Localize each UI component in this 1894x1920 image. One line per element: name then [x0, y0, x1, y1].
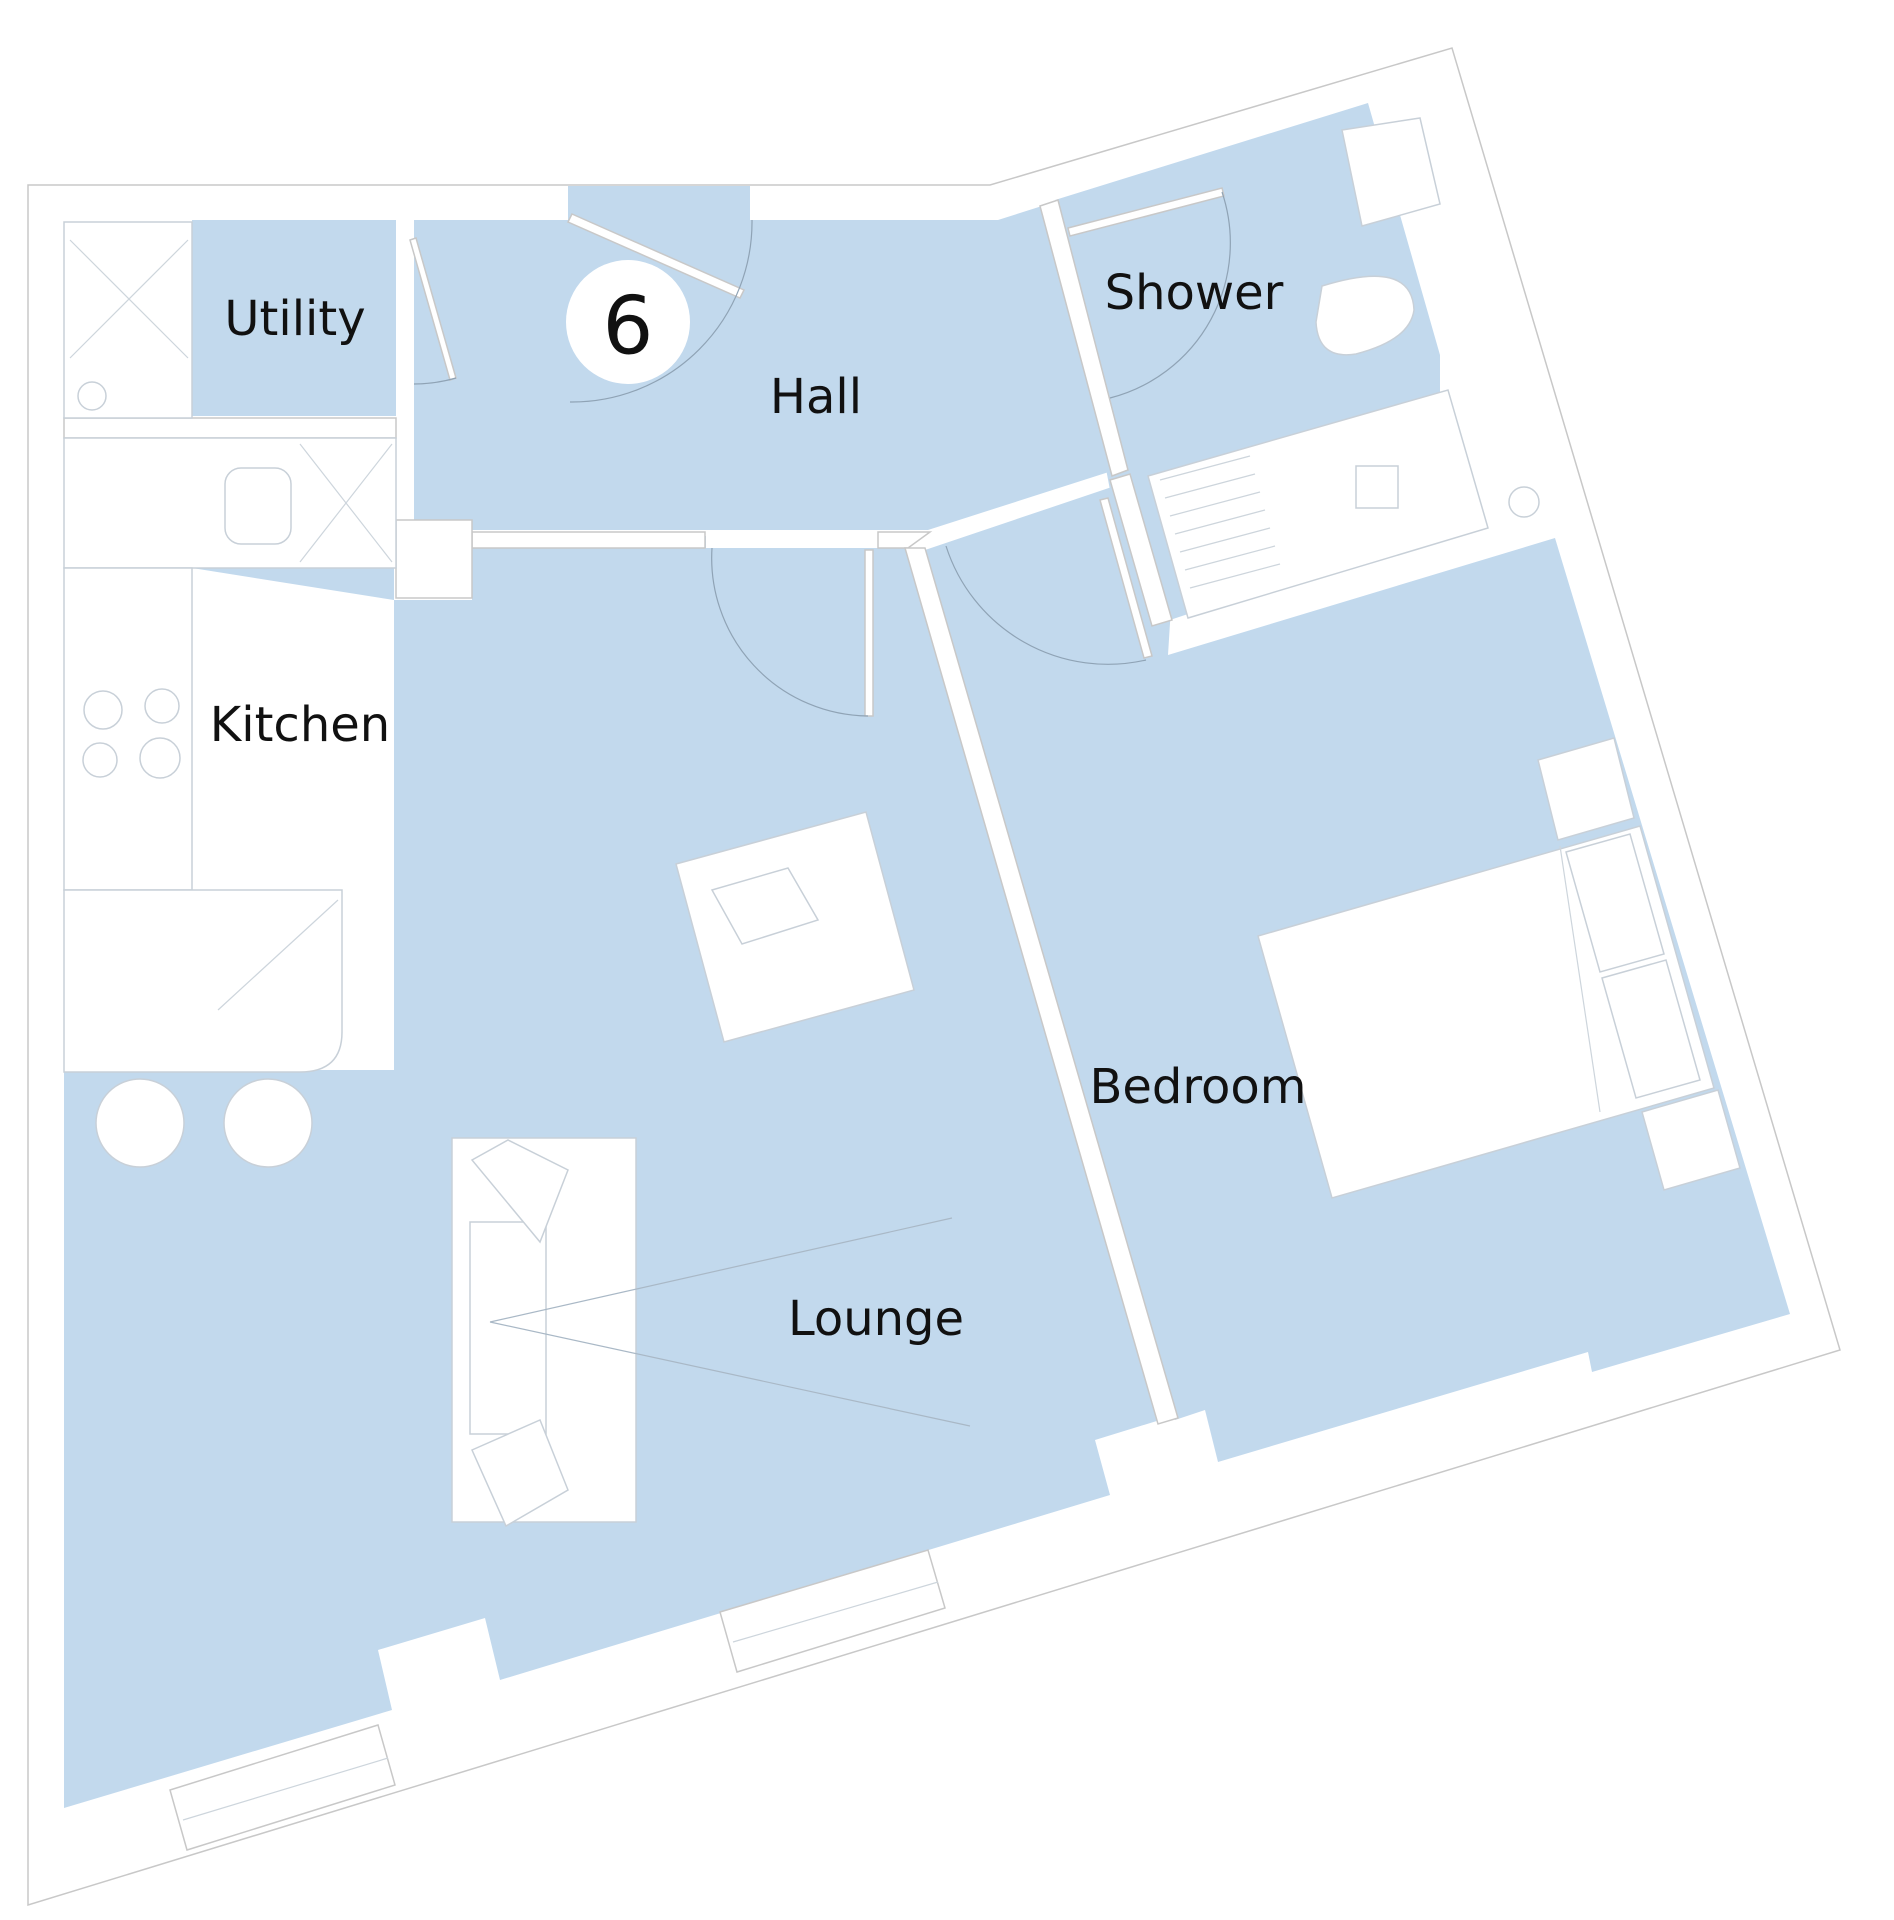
bedroom-door-arc	[945, 545, 1147, 665]
front-door-arc	[569, 219, 753, 403]
shower-door-leaf	[1067, 187, 1225, 237]
wall-lounge-bedroom	[904, 547, 1179, 1425]
shower-waste	[1355, 465, 1399, 509]
column-kitchen	[395, 519, 473, 599]
utility-cross-2	[69, 239, 189, 359]
unit-number-badge	[566, 260, 690, 384]
lounge-door-leaf	[864, 549, 874, 717]
front-door-leaf	[566, 213, 746, 299]
pillow	[1565, 833, 1665, 973]
tv-sightline-1	[489, 1217, 953, 1323]
shower-frame	[1109, 473, 1173, 627]
sofa-cushion	[470, 1139, 569, 1244]
window-bay-1	[169, 1724, 396, 1851]
lounge-door-arc	[711, 547, 869, 717]
shower-tray	[1147, 389, 1489, 619]
hob-ring-icon	[144, 688, 180, 724]
wall-hall-lounge	[471, 531, 706, 549]
shower-slats	[1159, 455, 1281, 589]
bar-cross-1	[217, 899, 339, 1011]
room-label-shower: Shower	[1105, 265, 1284, 321]
room-label-kitchen: Kitchen	[210, 697, 390, 753]
window-bay-2	[719, 1549, 946, 1673]
kitchen-counter-side	[63, 567, 193, 891]
toilet-icon	[1315, 275, 1415, 356]
bedside-table	[1641, 1089, 1741, 1191]
kitchen-sink-icon	[224, 467, 292, 545]
room-label-lounge: Lounge	[788, 1291, 964, 1347]
window-line-1	[182, 1757, 389, 1821]
wall-utility-kitchen	[63, 417, 397, 439]
hob-ring-icon	[83, 690, 123, 730]
floor-entrance	[568, 186, 750, 222]
utility-door-arc	[413, 377, 457, 385]
room-label-bedroom: Bedroom	[1089, 1059, 1306, 1115]
hob-ring-icon	[139, 737, 181, 779]
window-line-2	[732, 1581, 939, 1643]
shower-door-arc	[1109, 191, 1231, 399]
armchair-cushion	[710, 867, 820, 945]
room-label-hall: Hall	[770, 369, 862, 425]
bedside-table	[1537, 737, 1635, 841]
utility-drain-icon	[77, 381, 107, 411]
wall-hall-shower	[1039, 199, 1129, 477]
sofa-cushion	[471, 1419, 569, 1528]
bed-fold	[1559, 845, 1601, 1113]
bedroom-door-leaf	[1099, 497, 1153, 659]
tv-sightline-2	[489, 1321, 971, 1427]
stool-icon	[95, 1078, 185, 1168]
shower-fittings	[1147, 117, 1540, 619]
pillow	[1601, 959, 1701, 1099]
floor-hall	[414, 206, 1115, 530]
breakfast-bar	[63, 889, 343, 1073]
hob-ring-icon	[82, 742, 118, 778]
kitchen-fittings	[63, 221, 397, 1168]
unit-number: 6	[603, 280, 654, 373]
floor-utility	[192, 220, 396, 416]
room-label-utility: Utility	[224, 291, 365, 347]
sofa-seat	[469, 1221, 547, 1435]
bedroom-furniture	[1257, 737, 1741, 1199]
lounge-furniture	[451, 811, 971, 1528]
kitchen-cross-2	[299, 443, 393, 563]
doors	[409, 187, 1231, 717]
basin-icon	[1341, 117, 1441, 227]
bathroom-drain-icon	[1508, 486, 1540, 518]
stool-icon	[223, 1078, 313, 1168]
